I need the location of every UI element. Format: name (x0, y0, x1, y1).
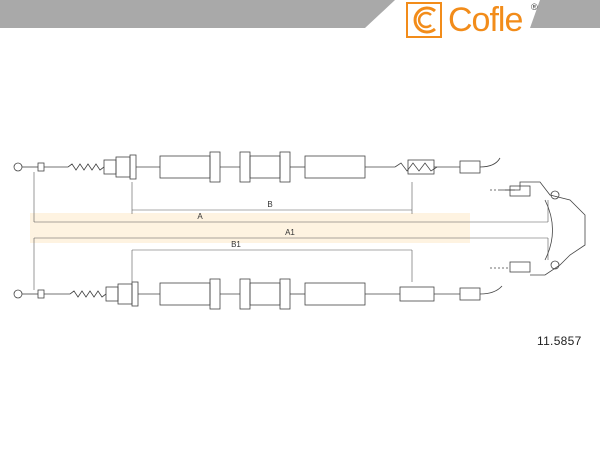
registered-mark: ® (531, 2, 538, 12)
lower-sleeve-2 (304, 282, 366, 306)
equalizer-bracket (490, 181, 586, 276)
cable-technical-drawing: B A A1 B1 (13, 151, 586, 310)
brand-logo-icon (406, 2, 442, 38)
upper-adjuster-left (115, 156, 131, 178)
upper-sleeve-1 (159, 155, 211, 179)
part-number: 11.5857 (537, 334, 582, 348)
highlight-band (30, 213, 470, 243)
dimension-lines (33, 172, 549, 290)
lower-spring-left (69, 290, 107, 298)
dimension-label-b1: B1 (231, 240, 241, 249)
lower-adjuster-left (117, 283, 133, 305)
lower-cable (13, 278, 503, 310)
upper-sleeve-2 (304, 155, 366, 179)
lower-sleeve-1 (159, 282, 211, 306)
upper-cable-end-nipple (13, 162, 23, 172)
upper-spring-right (394, 162, 438, 172)
brand-wordmark: Cofle (448, 1, 523, 39)
header-left-band (0, 0, 395, 28)
lower-cable-end-nipple (13, 289, 23, 299)
header-band (0, 0, 600, 28)
upper-spring-left (67, 163, 105, 171)
dimension-label-b: B (267, 200, 272, 209)
dimension-label-a1: A1 (285, 228, 295, 237)
dimension-label-a: A (197, 212, 203, 221)
upper-cable (13, 151, 501, 183)
header-right-band (530, 0, 600, 28)
